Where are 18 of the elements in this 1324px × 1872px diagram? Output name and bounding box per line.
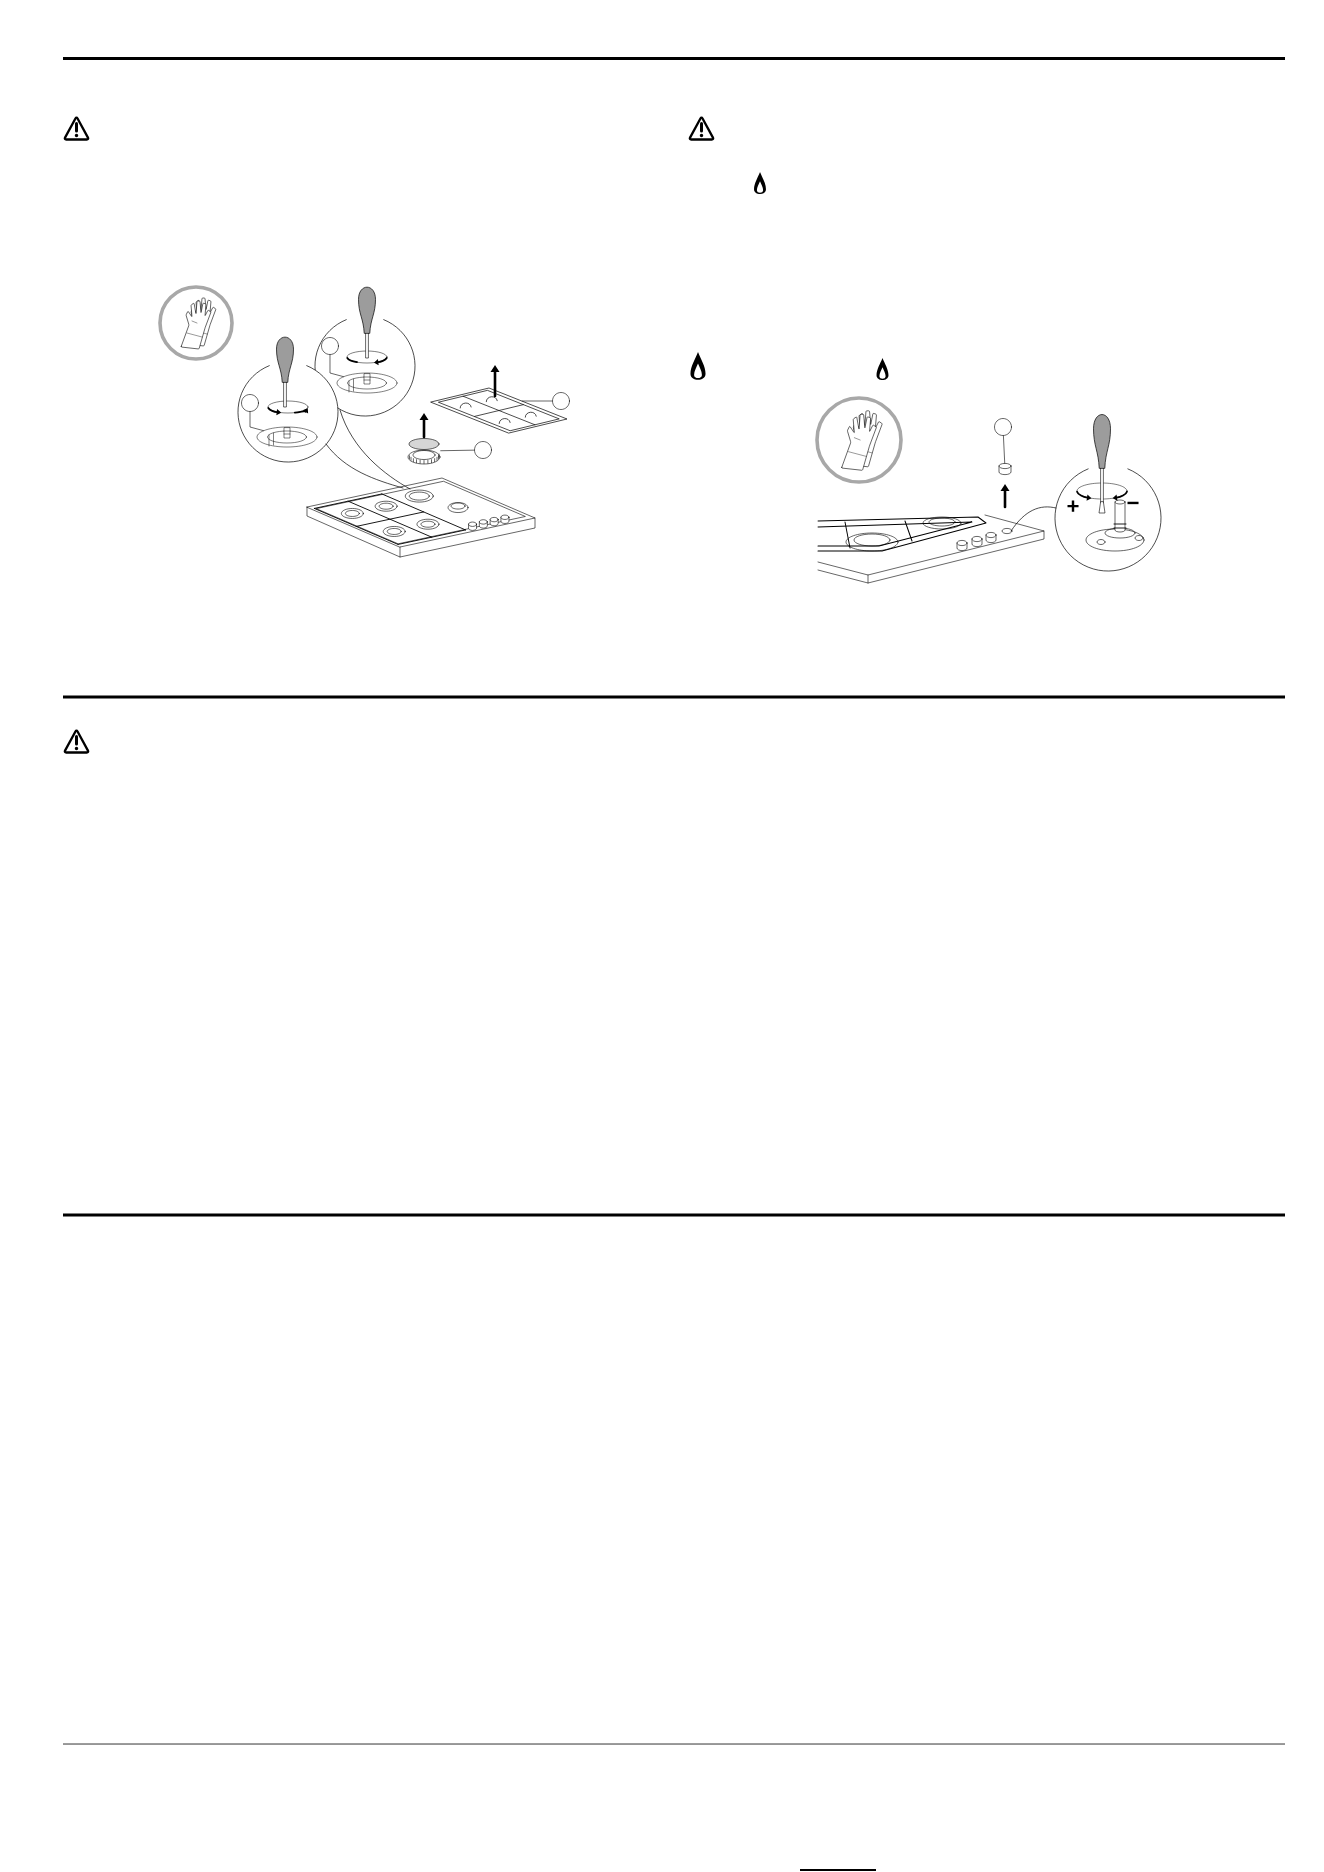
leader-line [440, 449, 475, 452]
leader-line [249, 411, 264, 431]
callout-circle [994, 418, 1012, 436]
adjustment-sign: − [1127, 501, 1139, 505]
callout-circle [241, 394, 259, 412]
leader-line [1003, 435, 1005, 464]
callout-circle [474, 441, 492, 459]
leader-line [521, 400, 553, 402]
callout-circle [552, 392, 570, 410]
leader-line [329, 354, 344, 377]
gas-valve [1085, 499, 1145, 552]
callout-circle [321, 337, 339, 355]
pan-support [430, 387, 568, 434]
adjustment-sign: + [1067, 500, 1079, 512]
knob-cap [998, 463, 1012, 475]
burner [407, 438, 441, 465]
burner-valve [256, 426, 318, 448]
burner-valve [336, 372, 398, 394]
